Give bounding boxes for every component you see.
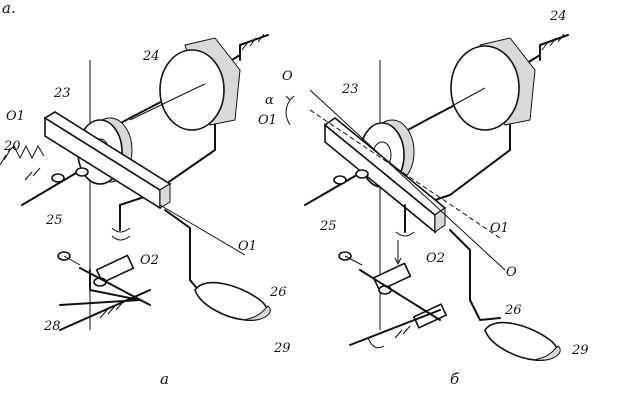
label-alpha: α: [265, 93, 274, 108]
axis-o1-line: [159, 204, 246, 256]
caption-b: б: [450, 370, 460, 388]
label-26-b: 26: [504, 303, 522, 318]
axis-o-line: [309, 89, 506, 271]
label-o2-b: O2: [426, 251, 445, 266]
panel-b: 23 24 O α O1 25 O1 O2 O 26 29 б: [258, 9, 589, 388]
rotation-arrow-a: [111, 227, 131, 233]
label-o-bottom: O: [506, 265, 517, 280]
label-29-b: 29: [571, 343, 589, 358]
label-24: 24: [142, 49, 160, 64]
panel-a: 23 24 O1 20 25 O1 O2 26 28 29 а: [0, 33, 291, 388]
cam-29-b: [484, 321, 561, 362]
lower-linkage-a: [57, 251, 151, 331]
label-o1-top: O1: [6, 109, 25, 124]
label-o2: O2: [140, 253, 159, 268]
lower-linkage-b: [338, 251, 448, 349]
label-o1-bottom: O1: [238, 239, 257, 254]
spring-20: [7, 144, 45, 160]
label-o1-bottom-b: O1: [490, 221, 509, 236]
wheel-24: [129, 37, 241, 131]
lever-23-b: [323, 116, 447, 234]
axis-o1-dashed: [309, 109, 501, 239]
caption-a: а: [160, 370, 169, 388]
label-29: 29: [273, 341, 291, 356]
cam-29: [194, 281, 271, 322]
label-o-top: O: [282, 69, 293, 84]
label-28: 28: [43, 319, 61, 334]
top-bracket: [239, 34, 269, 61]
label-25: 25: [45, 213, 63, 228]
label-o1-top-b: O1: [258, 113, 277, 128]
label-24-b: 24: [549, 9, 567, 24]
alpha-arc: [285, 99, 291, 126]
follower-26-b: [449, 229, 501, 321]
lever-23: [43, 111, 172, 210]
label-26: 26: [269, 285, 287, 300]
label-23: 23: [53, 86, 71, 101]
wheel-24-b: [429, 37, 536, 131]
label-25-b: 25: [319, 219, 337, 234]
label-20: 20: [3, 139, 21, 154]
label-23-b: 23: [341, 82, 359, 97]
follower-26: [164, 209, 201, 293]
corner-mark: a.: [2, 0, 16, 17]
